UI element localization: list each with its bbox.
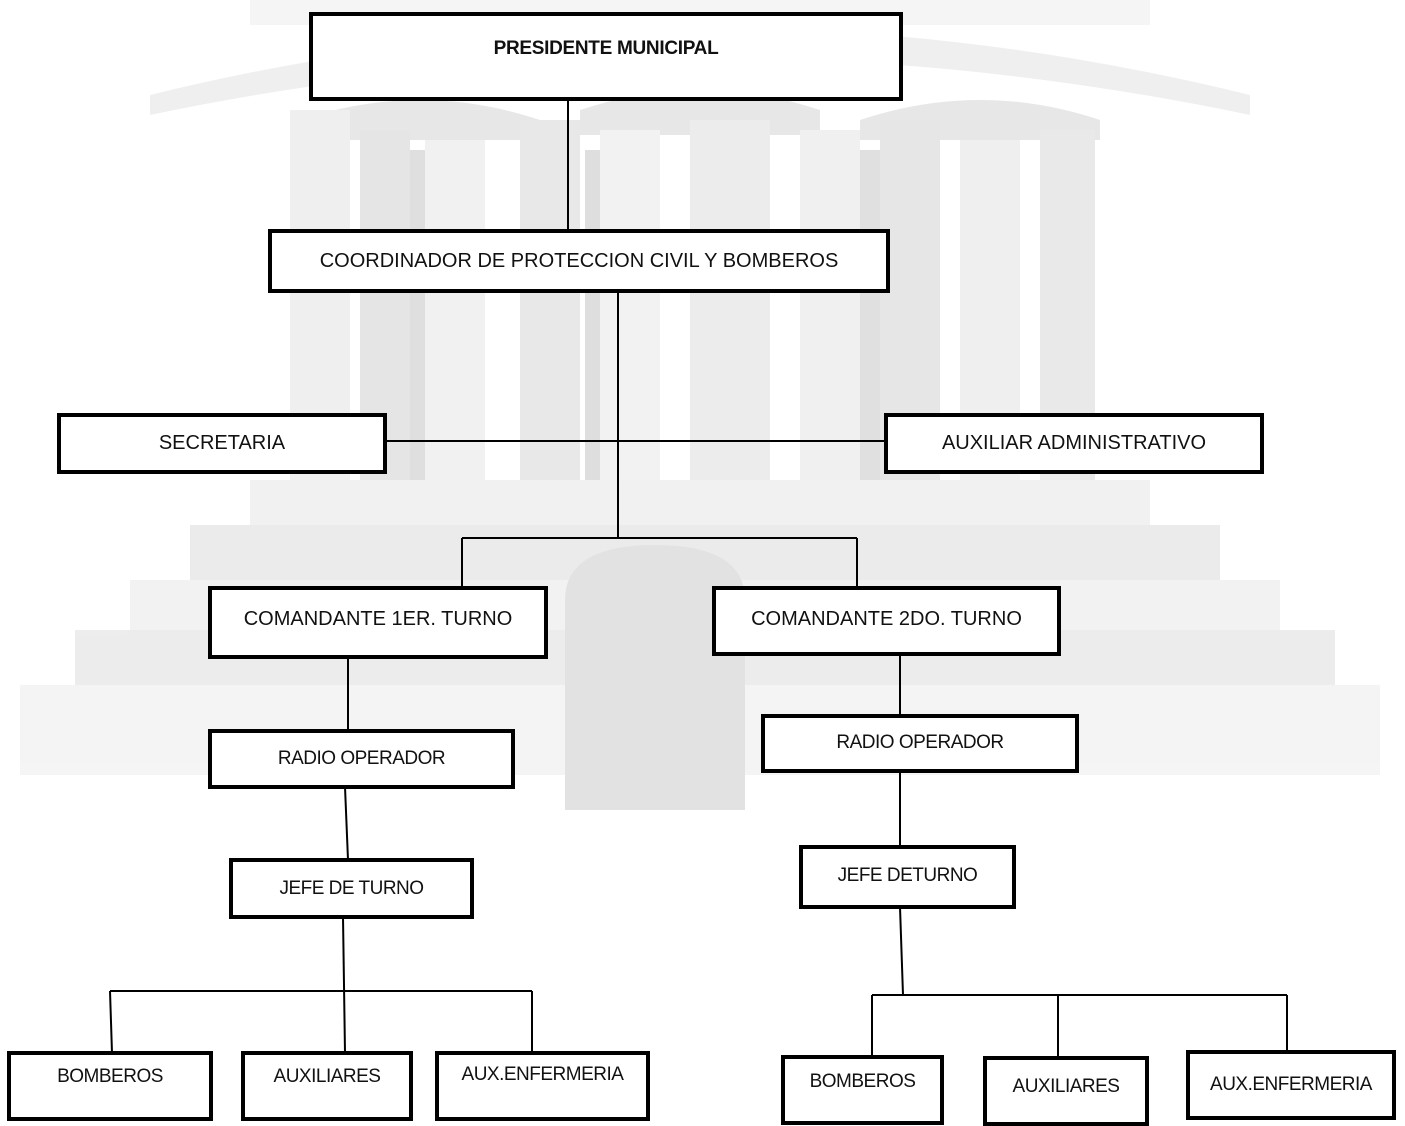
admin-assistant-label: AUXILIAR ADMINISTRATIVO bbox=[941, 432, 1207, 454]
firefighters-shift2-box: BOMBEROS bbox=[781, 1055, 944, 1125]
shift-chief-shift2-label: JEFE DETURNO bbox=[837, 865, 978, 886]
assistants-shift1-label: AUXILIARES bbox=[273, 1066, 381, 1087]
secretary-label: SECRETARIA bbox=[158, 432, 286, 454]
admin-assistant-box: AUXILIAR ADMINISTRATIVO bbox=[884, 413, 1264, 474]
shift-chief-shift1-label: JEFE DE TURNO bbox=[279, 877, 424, 899]
president-box: PRESIDENTE MUNICIPAL bbox=[309, 12, 903, 101]
president-label: PRESIDENTE MUNICIPAL bbox=[493, 38, 719, 59]
radio-operator-shift1-box: RADIO OPERADOR bbox=[208, 729, 515, 789]
radio-operator-shift2-label: RADIO OPERADOR bbox=[836, 732, 1004, 753]
assistants-shift1-box: AUXILIARES bbox=[241, 1051, 413, 1121]
commander-shift2-box: COMANDANTE 2DO. TURNO bbox=[712, 586, 1061, 656]
nursing-assistant-shift2-label: AUX.ENFERMERIA bbox=[1210, 1074, 1372, 1095]
firefighters-shift2-label: BOMBEROS bbox=[809, 1071, 916, 1092]
secretary-box: SECRETARIA bbox=[57, 413, 387, 474]
assistants-shift2-box: AUXILIARES bbox=[983, 1056, 1149, 1126]
firefighters-shift1-label: BOMBEROS bbox=[57, 1066, 163, 1087]
radio-operator-shift2-box: RADIO OPERADOR bbox=[761, 714, 1079, 773]
shift-chief-shift2-box: JEFE DETURNO bbox=[799, 845, 1016, 909]
nursing-assistant-shift2-box: AUX.ENFERMERIA bbox=[1186, 1050, 1396, 1120]
commander-shift1-label: COMANDANTE 1ER. TURNO bbox=[243, 608, 513, 630]
shift-chief-shift1-box: JEFE DE TURNO bbox=[229, 858, 474, 919]
radio-operator-shift1-label: RADIO OPERADOR bbox=[277, 748, 446, 769]
nursing-assistant-shift1-label: AUX.ENFERMERIA bbox=[461, 1064, 624, 1085]
coordinator-label: COORDINADOR DE PROTECCION CIVIL Y BOMBER… bbox=[319, 249, 839, 272]
nursing-assistant-shift1-box: AUX.ENFERMERIA bbox=[435, 1051, 650, 1121]
commander-shift2-label: COMANDANTE 2DO. TURNO bbox=[751, 608, 1022, 630]
coordinator-box: COORDINADOR DE PROTECCION CIVIL Y BOMBER… bbox=[268, 229, 890, 293]
commander-shift1-box: COMANDANTE 1ER. TURNO bbox=[208, 586, 548, 659]
assistants-shift2-label: AUXILIARES bbox=[1012, 1076, 1120, 1097]
firefighters-shift1-box: BOMBEROS bbox=[7, 1051, 213, 1121]
